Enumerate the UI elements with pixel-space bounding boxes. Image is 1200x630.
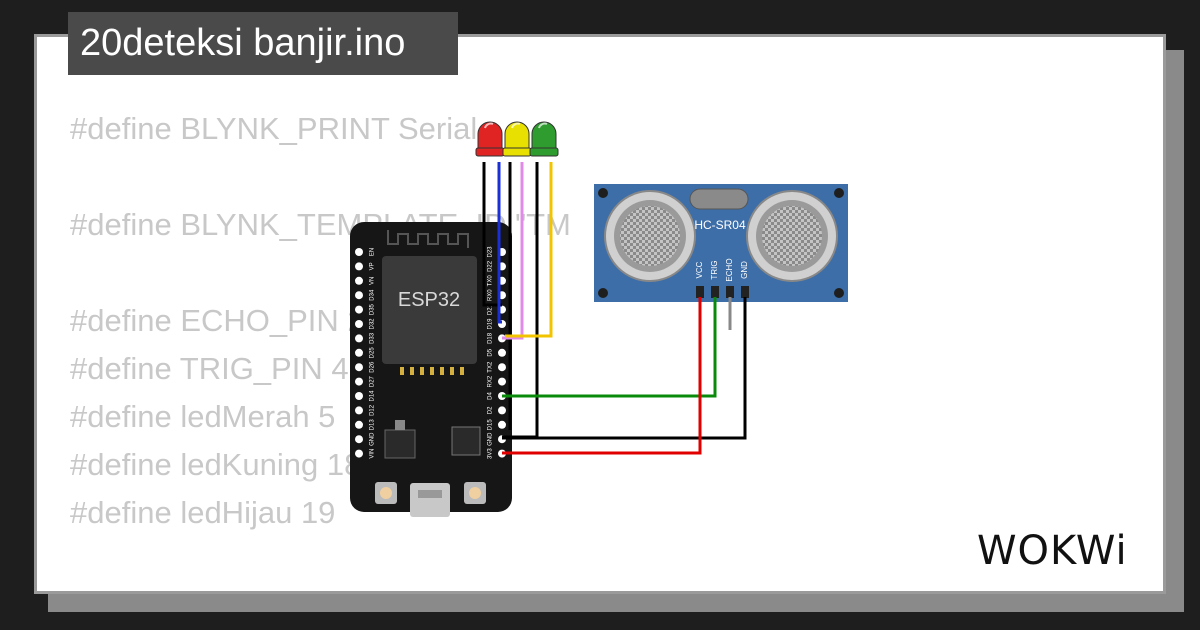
esp32-pin-label: VN: [370, 277, 376, 285]
code-line: #define ledKuning 18: [70, 447, 362, 482]
esp32-pin-gnd[interactable]: [355, 435, 363, 444]
wire-sensor-vcc: [502, 297, 702, 455]
file-title: 20deteksi banjir.ino: [68, 12, 458, 75]
esp32-pin-label: D13: [370, 419, 376, 431]
esp32-pin-label: D4: [488, 392, 494, 400]
led-yellow[interactable]: [502, 121, 532, 157]
led-green[interactable]: [529, 121, 559, 157]
sensor-pin-echo[interactable]: [726, 286, 734, 298]
esp32-pin-label: D35: [370, 303, 376, 315]
esp32-pin-label: EN: [370, 248, 376, 256]
led-red[interactable]: [475, 121, 505, 157]
code-line: #define TRIG_PIN 4: [70, 351, 349, 386]
esp32-pin-vp[interactable]: [355, 262, 363, 271]
code-line: #define ECHO_PIN 2: [70, 303, 365, 338]
esp32-pin-label: D32: [370, 318, 376, 330]
hc-sr04-label: HC-SR04: [694, 218, 746, 232]
esp32-pin-label: D14: [370, 390, 376, 402]
esp32-pin-label: D22: [488, 260, 494, 272]
esp32-pin-label: RX2: [488, 375, 494, 387]
esp32-pin-d2[interactable]: [498, 406, 506, 415]
wire-sensor-gnd: [502, 297, 747, 440]
esp32-pin-d33[interactable]: [355, 334, 363, 343]
sensor-pin-label: VCC: [695, 261, 704, 278]
esp32-pin-label: TX2: [488, 361, 494, 373]
esp32-pin-d12[interactable]: [355, 406, 363, 415]
wires: [482, 162, 747, 455]
esp32-pin-vn[interactable]: [355, 276, 363, 285]
hc-sr04-sensor[interactable]: HC-SR04 VCC TRIG ECHO GND: [594, 184, 848, 302]
esp32-pin-label: D34: [370, 289, 376, 301]
sensor-pin-vcc[interactable]: [696, 286, 704, 298]
esp32-pin-label: D27: [370, 375, 376, 387]
esp32-pin-label: D18: [488, 332, 494, 344]
esp32-pin-d13[interactable]: [355, 420, 363, 429]
code-line: #define ledHijau 19: [70, 495, 336, 530]
code-line: #define ledMerah 5: [70, 399, 336, 434]
esp32-pin-label: D2: [488, 406, 494, 414]
esp32-pin-label: D12: [370, 404, 376, 416]
sensor-pin-gnd[interactable]: [741, 286, 749, 298]
sensor-pin-label: GND: [740, 261, 749, 279]
wokwi-logo: WOKWi: [977, 528, 1128, 574]
leds: [475, 121, 559, 157]
esp32-pin-en[interactable]: [355, 248, 363, 256]
esp32-board[interactable]: ESP32 ENVPVND34D35D32D33D25D26D27D14D12D…: [350, 222, 512, 517]
esp32-pin-label: D26: [370, 361, 376, 373]
esp32-pin-label: D33: [370, 332, 376, 344]
esp32-pin-label: TX0: [488, 275, 494, 287]
wire-sensor-trig: [502, 297, 717, 398]
wire-red-led-anode: [497, 162, 502, 324]
esp32-pin-label: D19: [488, 318, 494, 330]
esp32-pin-label: D23: [488, 246, 494, 258]
esp32-label: ESP32: [398, 289, 460, 311]
esp32-pin-d5[interactable]: [498, 348, 506, 357]
code-line: #define BLYNK_PRINT Serial: [70, 111, 478, 146]
esp32-pin-label: D25: [370, 347, 376, 359]
esp32-pin-label: D21: [488, 303, 494, 315]
esp32-pin-label: D15: [488, 419, 494, 431]
wire-yellow-led-anode: [502, 162, 524, 340]
esp32-pin-d35[interactable]: [355, 305, 363, 314]
sensor-pin-label: ECHO: [725, 258, 734, 281]
esp32-pin-tx2[interactable]: [498, 363, 506, 372]
wire-green-led-anode: [505, 162, 553, 338]
wire-red-led-cathode: [482, 162, 502, 307]
esp32-pin-d25[interactable]: [355, 348, 363, 357]
esp32-pin-d27[interactable]: [355, 377, 363, 386]
esp32-pin-d15[interactable]: [498, 420, 506, 429]
esp32-pin-label: VIN: [370, 449, 376, 459]
esp32-pin-label: 3V3: [488, 448, 494, 459]
esp32-pin-label: RX0: [488, 289, 494, 301]
esp32-pin-rx2[interactable]: [498, 377, 506, 386]
esp32-pin-label: VP: [370, 262, 376, 270]
esp32-pin-d26[interactable]: [355, 363, 363, 372]
code-card: #define BLYNK_PRINT Serial#define BLYNK_…: [34, 34, 1166, 594]
esp32-pin-vin[interactable]: [355, 449, 363, 458]
esp32-pin-d34[interactable]: [355, 291, 363, 300]
esp32-pin-label: GND: [370, 432, 376, 446]
esp32-pin-label: GND: [488, 432, 494, 446]
esp32-pin-d14[interactable]: [355, 392, 363, 400]
esp32-pin-d32[interactable]: [355, 320, 363, 328]
sensor-pin-trig[interactable]: [711, 286, 719, 298]
esp32-pin-label: D5: [488, 348, 494, 356]
sensor-pin-label: TRIG: [710, 260, 719, 279]
